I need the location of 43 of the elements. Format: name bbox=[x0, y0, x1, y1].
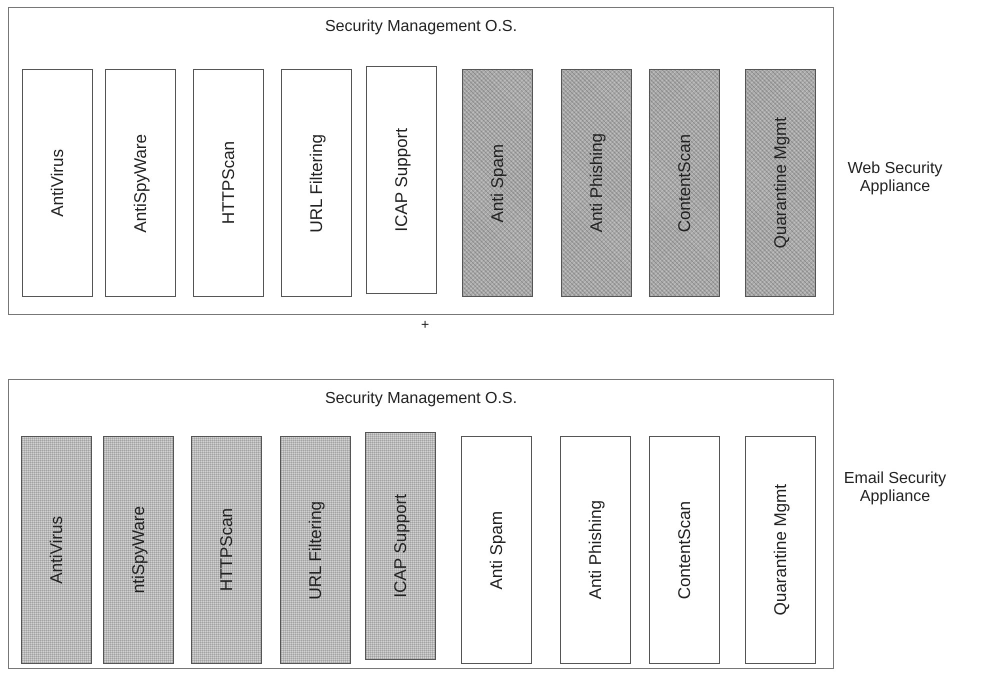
panel-title: Security Management O.S. bbox=[324, 18, 518, 36]
module-label: AntiVirus bbox=[46, 516, 66, 584]
module-box bbox=[560, 436, 631, 664]
module-box bbox=[462, 69, 533, 297]
module-box bbox=[561, 69, 632, 297]
module-box bbox=[191, 436, 262, 664]
module-box bbox=[745, 436, 816, 664]
module-label: Anti Phishing bbox=[586, 133, 606, 233]
module-label: ICAP Support bbox=[392, 128, 412, 232]
module-box bbox=[281, 69, 352, 297]
module-label: Anti Phishing bbox=[586, 500, 606, 600]
module-label: ContentScan bbox=[674, 134, 694, 232]
module-label: AntiSpyWare bbox=[130, 134, 150, 232]
module-label: ICAP Support bbox=[390, 494, 410, 598]
appliance-panel bbox=[8, 379, 834, 669]
module-box bbox=[280, 436, 351, 664]
module-box bbox=[365, 432, 436, 660]
module-label: Anti Spam bbox=[486, 510, 506, 590]
module-box bbox=[366, 66, 437, 294]
module-box bbox=[193, 69, 264, 297]
module-label: ntiSpyWare bbox=[128, 506, 148, 594]
appliance-label: Email Security Appliance bbox=[842, 470, 948, 506]
module-label: HTTPScan bbox=[216, 508, 236, 592]
module-label: Anti Spam bbox=[488, 144, 508, 222]
module-box bbox=[461, 436, 532, 664]
module-box bbox=[649, 69, 720, 297]
module-label: HTTPScan bbox=[218, 141, 238, 225]
module-box bbox=[745, 69, 816, 297]
appliance-label: Web Security Appliance bbox=[846, 160, 944, 196]
module-label: Quarantine Mgmt bbox=[770, 117, 790, 249]
module-label: Quarantine Mgmt bbox=[770, 484, 790, 616]
module-box bbox=[105, 69, 176, 297]
module-label: URL Filtering bbox=[306, 500, 326, 600]
module-box bbox=[22, 69, 93, 297]
module-label: ContentScan bbox=[674, 500, 694, 600]
module-label: AntiVirus bbox=[48, 149, 68, 217]
panel-title: Security Management O.S. bbox=[324, 390, 518, 408]
module-label: URL Filtering bbox=[306, 134, 326, 232]
plus-sign: + bbox=[421, 316, 430, 332]
appliance-panel bbox=[8, 7, 834, 315]
module-box bbox=[103, 436, 174, 664]
module-box bbox=[649, 436, 720, 664]
module-box bbox=[21, 436, 92, 664]
